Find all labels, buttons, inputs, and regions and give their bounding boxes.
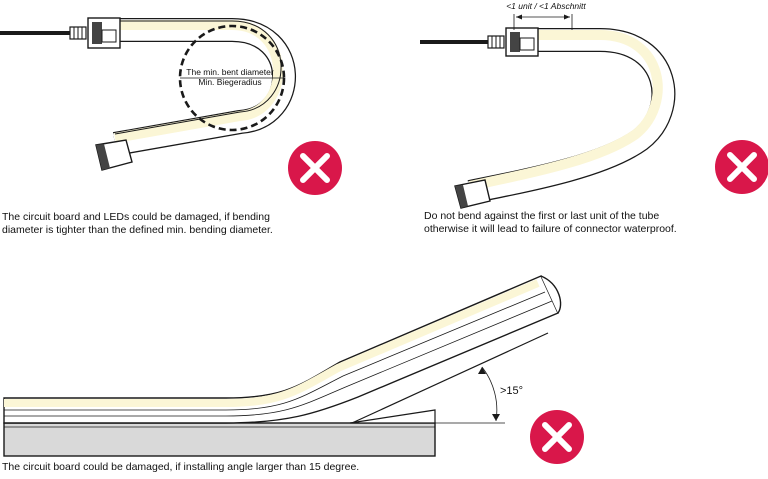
error-x-icon [715,140,768,194]
error-x-icon [288,141,342,195]
error-x-icon [530,410,584,464]
min-bend-label: The min. bent diameter [186,67,274,77]
neon-tube-angled [3,275,562,424]
angle-label: >15° [500,385,523,397]
unit-label: <1 unit / <1 Abschnitt [506,1,586,11]
end-cap-top-right [505,27,539,57]
angle-indicator [435,366,505,424]
cable-left [0,26,87,40]
end-cap-bottom-left [95,139,133,171]
panel-top-right-diagram: <1 unit / <1 Abschnitt [420,1,768,209]
base-profile [3,422,436,457]
caption-bottom: The circuit board could be damaged, if i… [2,461,360,473]
min-bend-label-de: Min. Biegeradius [198,77,261,87]
panel-bottom-diagram: >15° [3,275,584,464]
panel-top-left-diagram: The min. bent diameter Min. Biegeradius [0,17,342,195]
caption-top-left: The circuit board and LEDs could be dama… [2,211,273,236]
cable-right [420,35,505,49]
end-cap-top-left [87,17,121,49]
caption-top-right: Do not bend against the first or last un… [424,210,677,235]
unit-dimension [513,14,573,30]
neon-tube-bent-end [467,28,676,204]
angled-support [349,332,549,424]
end-cap-bottom-right [454,179,491,209]
